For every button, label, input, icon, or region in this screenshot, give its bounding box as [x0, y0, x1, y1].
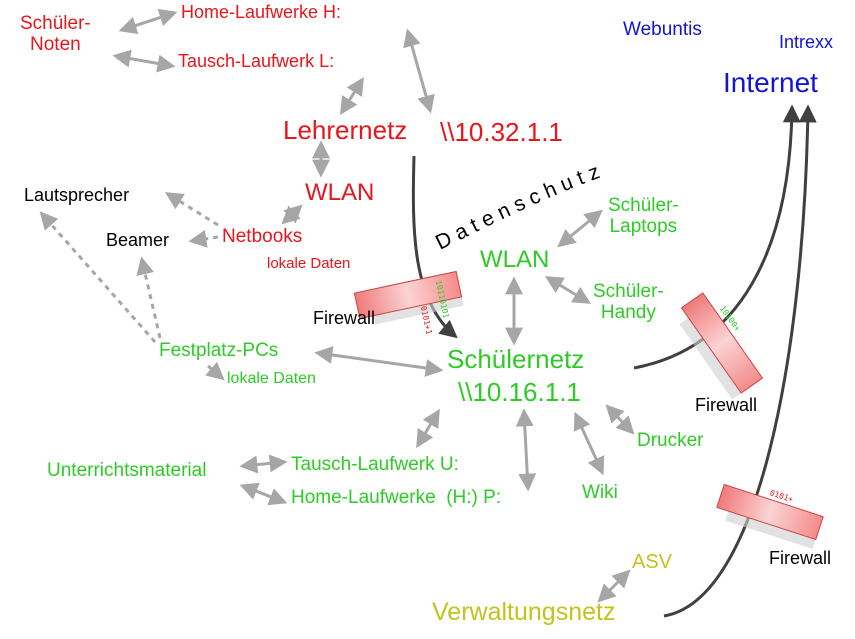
link-schuelernetz-internet	[633, 104, 801, 370]
schueler-handy-label: Schüler- Handy	[593, 281, 664, 323]
datenschutz-text: Datenschutz	[432, 158, 602, 254]
festplatz-pcs-label: Festplatz-PCs	[159, 340, 279, 361]
student-connectors	[205, 209, 635, 603]
tausch-laufwerk-u-label: Tausch-Laufwerk U:	[291, 454, 459, 475]
firewall-3-label: Firewall	[769, 548, 832, 568]
arrow-schuelernetz-home	[515, 408, 537, 492]
arrow-festplatz-schuelernetz	[314, 346, 444, 377]
firewall-1-label: Firewall	[313, 308, 376, 328]
arrow-wlan-laptops	[557, 209, 603, 248]
arrow-schuelernetz-tausch	[416, 408, 440, 449]
wlan-lehrer-label: WLAN	[305, 179, 375, 206]
teacher-connectors	[112, 8, 435, 225]
lokale-daten-festplatz-label: lokale Daten	[227, 370, 316, 387]
link-verwaltung-internet	[663, 104, 817, 618]
firewall-1-shape: 10110101 0101+1	[353, 270, 464, 335]
arrow-festplatz-lokal	[205, 361, 225, 381]
internet-label: Internet	[723, 67, 818, 98]
arrow-wlan-handy	[544, 276, 592, 304]
firewall-3-shape: 0101+	[716, 483, 824, 549]
arrow-noten-home	[118, 8, 178, 35]
device-connectors	[39, 192, 219, 343]
lautsprecher-label: Lautsprecher	[24, 185, 130, 205]
firewall-2-shape: 10100+	[679, 292, 764, 400]
dash-netbooks-beamer	[188, 229, 219, 248]
arrow-schuelernetz-drucker	[605, 404, 635, 435]
lokale-daten-netbooks-label: lokale Daten	[267, 255, 351, 272]
schuelernetz-ip-label: \\10.16.1.1	[458, 377, 581, 407]
verwaltungsnetz-label: Verwaltungsnetz	[432, 598, 616, 626]
dash-netbooks-lautsprecher	[164, 192, 219, 227]
asv-label: ASV	[632, 551, 673, 573]
arrow-lehrernetz-laufwerk	[340, 76, 364, 116]
dash-festplatz-lautsprecher	[39, 211, 157, 343]
wlan-schueler-label: WLAN	[480, 246, 550, 273]
datenschutz-label: Datenschutz	[432, 158, 608, 254]
home-laufwerke-h-label: Home-Laufwerke H:	[181, 2, 342, 22]
wiki-label: Wiki	[582, 482, 618, 503]
schueler-laptops-label: Schüler- Laptops	[608, 195, 679, 237]
dark-links	[411, 104, 817, 618]
beamer-label: Beamer	[106, 230, 170, 250]
tausch-laufwerk-l-label: Tausch-Laufwerk L:	[178, 51, 335, 71]
arrow-unterricht-tausch	[239, 454, 288, 474]
lehrernetz-ip-label: \\10.32.1.1	[440, 117, 563, 147]
link-lehrernetz-schuelernetz	[411, 155, 458, 339]
arrow-lehrernetz-home	[403, 28, 435, 114]
lehrernetz-label: Lehrernetz	[283, 115, 408, 145]
schueler-noten-label: Schüler- Noten	[20, 13, 91, 55]
unterrichtsmaterial-label: Unterrichtsmaterial	[47, 460, 207, 481]
home-laufwerke-p-label: Home-Laufwerke (H:) P:	[291, 487, 502, 508]
netbooks-label: Netbooks	[222, 226, 303, 247]
arrow-schuelernetz-wiki	[573, 411, 605, 476]
intrexx-label: Intrexx	[779, 32, 834, 52]
arrow-unterricht-home	[239, 482, 288, 506]
arrow-noten-tausch	[112, 49, 176, 73]
webuntis-label: Webuntis	[623, 19, 702, 40]
firewall-2-label: Firewall	[695, 395, 758, 415]
drucker-label: Drucker	[637, 430, 704, 451]
arrow-verwaltung-asv	[597, 569, 631, 603]
dash-festplatz-beamer	[136, 256, 162, 339]
arrow-wlan-netbooks	[281, 204, 303, 225]
schuelernetz-label: Schülernetz	[447, 344, 585, 374]
